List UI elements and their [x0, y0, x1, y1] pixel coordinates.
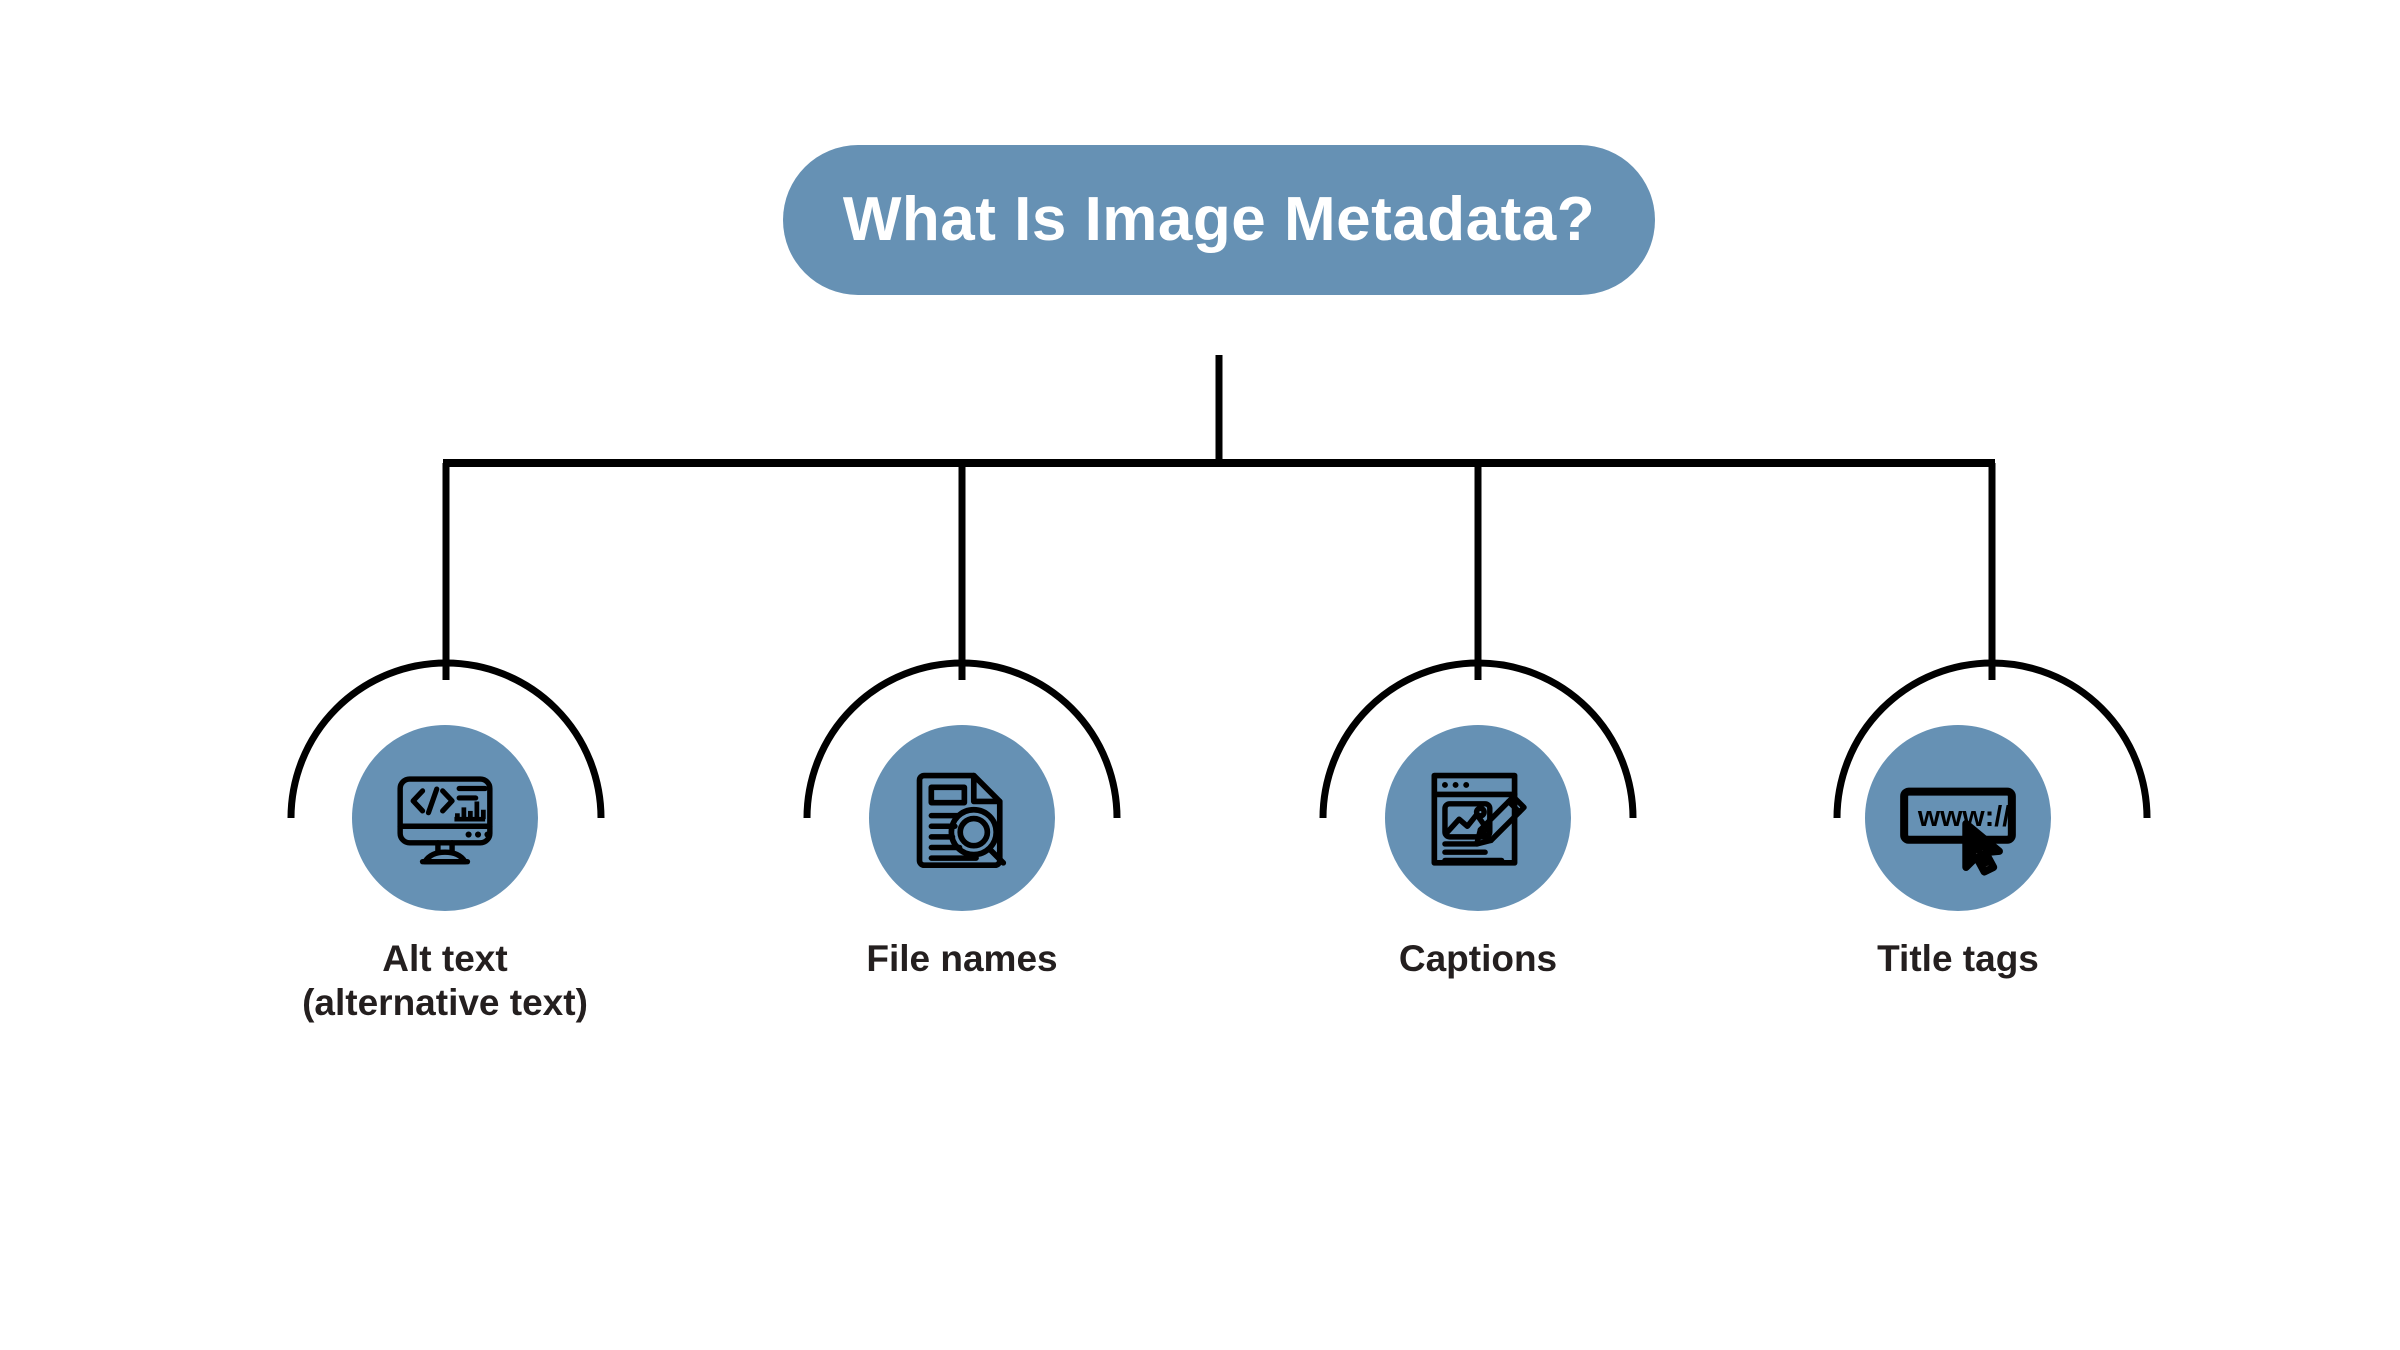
document-magnifier-icon [916, 772, 1007, 869]
node-captions[interactable]: Captions [1278, 725, 1678, 981]
node-title-tags[interactable]: www:// Title tags [1758, 725, 2158, 981]
node-icon-circle [352, 725, 538, 911]
node-label: File names [866, 938, 1058, 979]
url-bar-cursor-icon: www:// [1900, 787, 2016, 876]
node-label: Captions [1398, 938, 1558, 979]
node-label: Title tags [1877, 938, 2039, 979]
page-title: What Is Image Metadata? [842, 185, 1596, 254]
browser-image-pencil-icon [1431, 772, 1527, 866]
title-pill: What Is Image Metadata? [783, 145, 1655, 295]
node-label: Alt text (alternative text) [302, 938, 588, 1023]
node-icon-circle [1385, 725, 1571, 911]
node-alt-text[interactable]: Alt text (alternative text) [245, 725, 645, 1024]
monitor-code-chart-icon [397, 776, 493, 865]
node-file-names[interactable]: File names [762, 725, 1162, 981]
node-icon-circle [869, 725, 1055, 911]
node-icon-circle: www:// [1865, 725, 2051, 911]
